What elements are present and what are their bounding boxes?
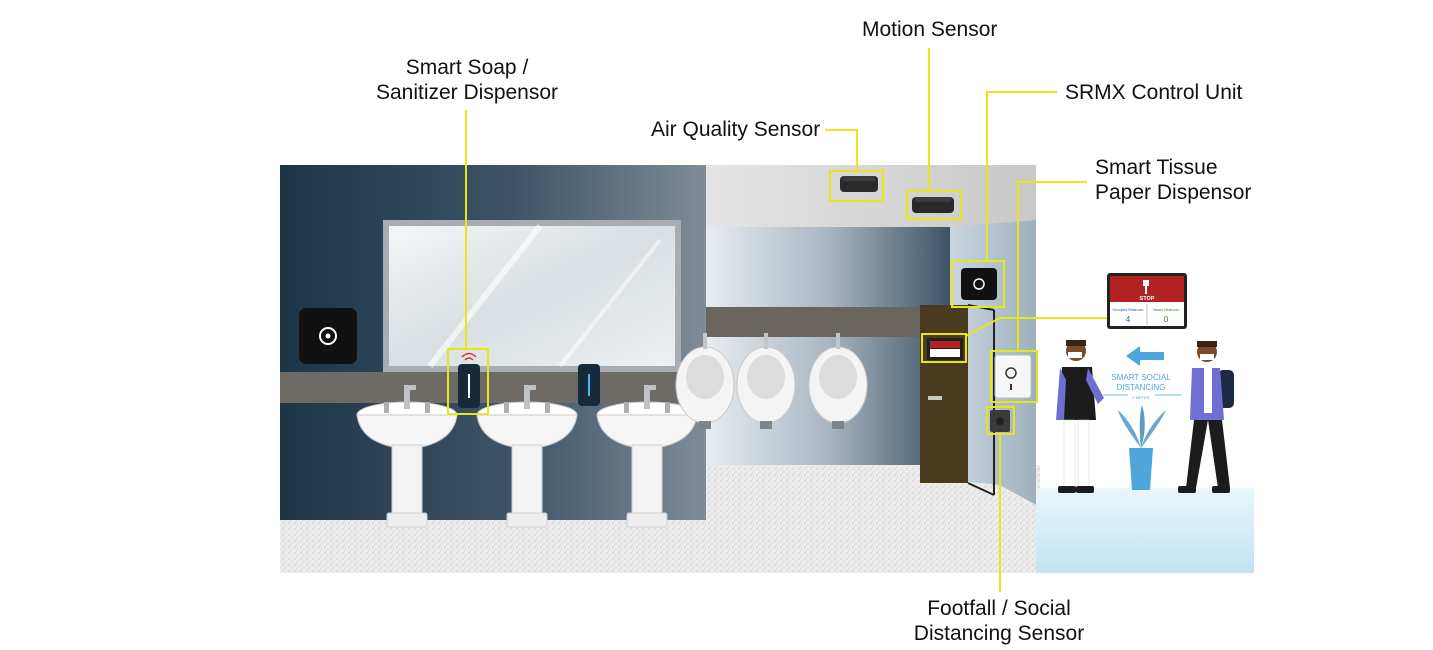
occupied-count: 4 — [1126, 315, 1131, 324]
restroom-scene: STOP Occupied Restroom 4 Vacant Restroom… — [280, 165, 1254, 573]
soap-label-line-1: Smart Soap / — [405, 56, 529, 79]
mirror — [383, 220, 681, 372]
social-distancing-sign: SMART SOCIAL DISTANCING 2 METER — [1103, 346, 1182, 400]
footfall-sensor-label: Footfall / Social Distancing Sensor — [899, 596, 1099, 646]
tissue-highlight-box — [990, 350, 1038, 403]
sign-line-1: SMART SOCIAL — [1111, 373, 1171, 382]
display-stop-text: STOP — [1140, 296, 1155, 302]
soap-dispenser-label: Smart Soap / Sanitizer Dispensor — [367, 55, 567, 105]
tissue-dispenser-label: Smart Tissue Paper Dispensor — [1095, 155, 1251, 205]
motion-sensor-label: Motion Sensor — [862, 18, 998, 41]
footfall-label-line-2: Distancing Sensor — [913, 622, 1085, 645]
soap-label-line-2: Sanitizer Dispensor — [375, 81, 559, 104]
tissue-label-line-2: Paper Dispensor — [1095, 181, 1252, 204]
display-leader-line — [965, 317, 1107, 337]
motion-sensor-icon — [912, 197, 954, 213]
occupied-label: Occupied Restroom — [1113, 308, 1144, 312]
occupancy-display: STOP Occupied Restroom 4 Vacant Restroom… — [1107, 273, 1187, 329]
person-icon — [1056, 340, 1104, 493]
tissue-dispenser-icon — [994, 354, 1032, 399]
sign-line-3: 2 METER — [1132, 395, 1149, 400]
door-display-icon — [927, 338, 963, 360]
srmx-highlight-box — [951, 260, 1005, 308]
person-icon — [1178, 341, 1234, 493]
callouts — [447, 48, 1107, 592]
wall-control-unit-icon — [299, 308, 357, 364]
tissue-leader-line — [1017, 181, 1087, 351]
soap-dispenser-icon — [578, 364, 600, 406]
srmx-control-unit-label: SRMX Control Unit — [1065, 81, 1243, 104]
social-distancing-floor — [1036, 488, 1254, 573]
srmx-leader-line — [986, 91, 1057, 261]
sign-line-2: DISTANCING — [1117, 383, 1166, 392]
vacant-count: 0 — [1164, 315, 1169, 324]
tissue-label-line-1: Smart Tissue — [1095, 156, 1218, 179]
motion-highlight-box — [906, 190, 962, 220]
air-quality-leader-line — [825, 129, 858, 171]
footfall-highlight-box — [986, 406, 1015, 435]
plant-icon — [1118, 405, 1166, 490]
soap-dispenser-icon — [458, 352, 480, 408]
vacant-label: Vacant Restroom — [1153, 308, 1180, 312]
air-quality-sensor-icon — [840, 176, 878, 192]
air-quality-sensor-label: Air Quality Sensor — [651, 118, 821, 141]
air-quality-highlight-box — [829, 170, 884, 202]
footfall-label-line-1: Footfall / Social — [927, 597, 1071, 620]
srmx-control-unit-icon — [961, 268, 997, 300]
footfall-sensor-icon — [990, 410, 1010, 432]
soap-highlight-box — [447, 348, 489, 415]
door-display-highlight-box — [921, 333, 967, 363]
